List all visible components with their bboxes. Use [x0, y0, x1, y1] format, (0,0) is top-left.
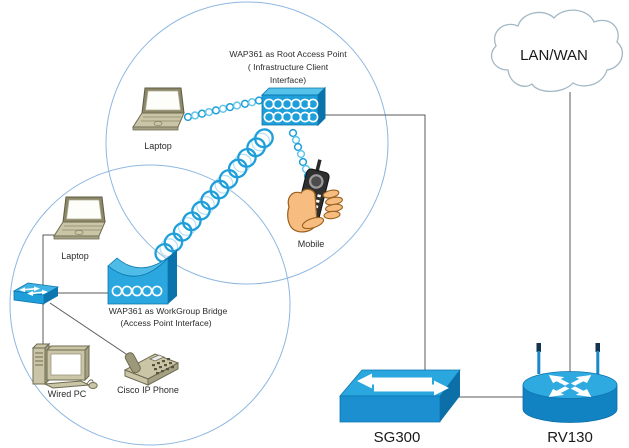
wired-pc-icon: [31, 342, 98, 389]
mobile-label: Mobile: [298, 239, 325, 249]
rv130-router-icon: [522, 343, 618, 423]
bridge-label-line1: WAP361 as WorkGroup Bridge: [109, 306, 228, 316]
workgroup-bridge-icon: [107, 249, 178, 305]
rv130-antennas: [536, 343, 600, 374]
sg300-label: SG300: [374, 429, 421, 446]
ap-wave-pattern: [263, 98, 319, 123]
coverage-circle-bridge: [9, 164, 291, 446]
bridge-label-line2: (Access Point Interface): [120, 318, 211, 328]
ip-phone-label: Cisco IP Phone: [117, 385, 179, 395]
root-access-point-icon: [261, 86, 326, 127]
root-ap-label-line2: ( Infrastructure Client: [248, 62, 329, 72]
rv130-label: RV130: [547, 429, 593, 446]
ip-phone-icon: [123, 352, 180, 386]
bridge-wave-pattern: [111, 285, 163, 297]
coverage-circle-root-ap: [105, 1, 389, 285]
lan-wan-cloud: LAN/WAN: [491, 9, 624, 93]
cloud-label: LAN/WAN: [520, 47, 588, 64]
wire-laptop-switch-pc: [42, 234, 57, 345]
root-ap-label-line3: Interface): [270, 75, 306, 85]
laptop-left-label: Laptop: [61, 251, 89, 261]
wire-switch-phone: [49, 302, 133, 359]
wire-ap-sg300: [324, 114, 426, 371]
root-ap-label-line1: WAP361 as Root Access Point: [229, 49, 347, 59]
switch-arrows: [19, 286, 48, 296]
laptop-top-icon: [132, 87, 185, 131]
laptop-left-icon: [53, 196, 106, 240]
wireless-link-laptop-ap: [183, 94, 271, 122]
laptop-top-label: Laptop: [144, 141, 172, 151]
sg300-arrows: [357, 373, 449, 396]
rv130-arrows: [548, 374, 592, 398]
phone-keypad: [152, 358, 174, 375]
hand-fingers: [301, 189, 343, 230]
wireless-bridge-link: [154, 128, 274, 263]
wired-pc-label: Wired PC: [48, 389, 87, 399]
sg300-switch-icon: [339, 369, 461, 423]
mobile-icon: [287, 159, 343, 233]
desktop-switch-icon: [12, 282, 60, 305]
